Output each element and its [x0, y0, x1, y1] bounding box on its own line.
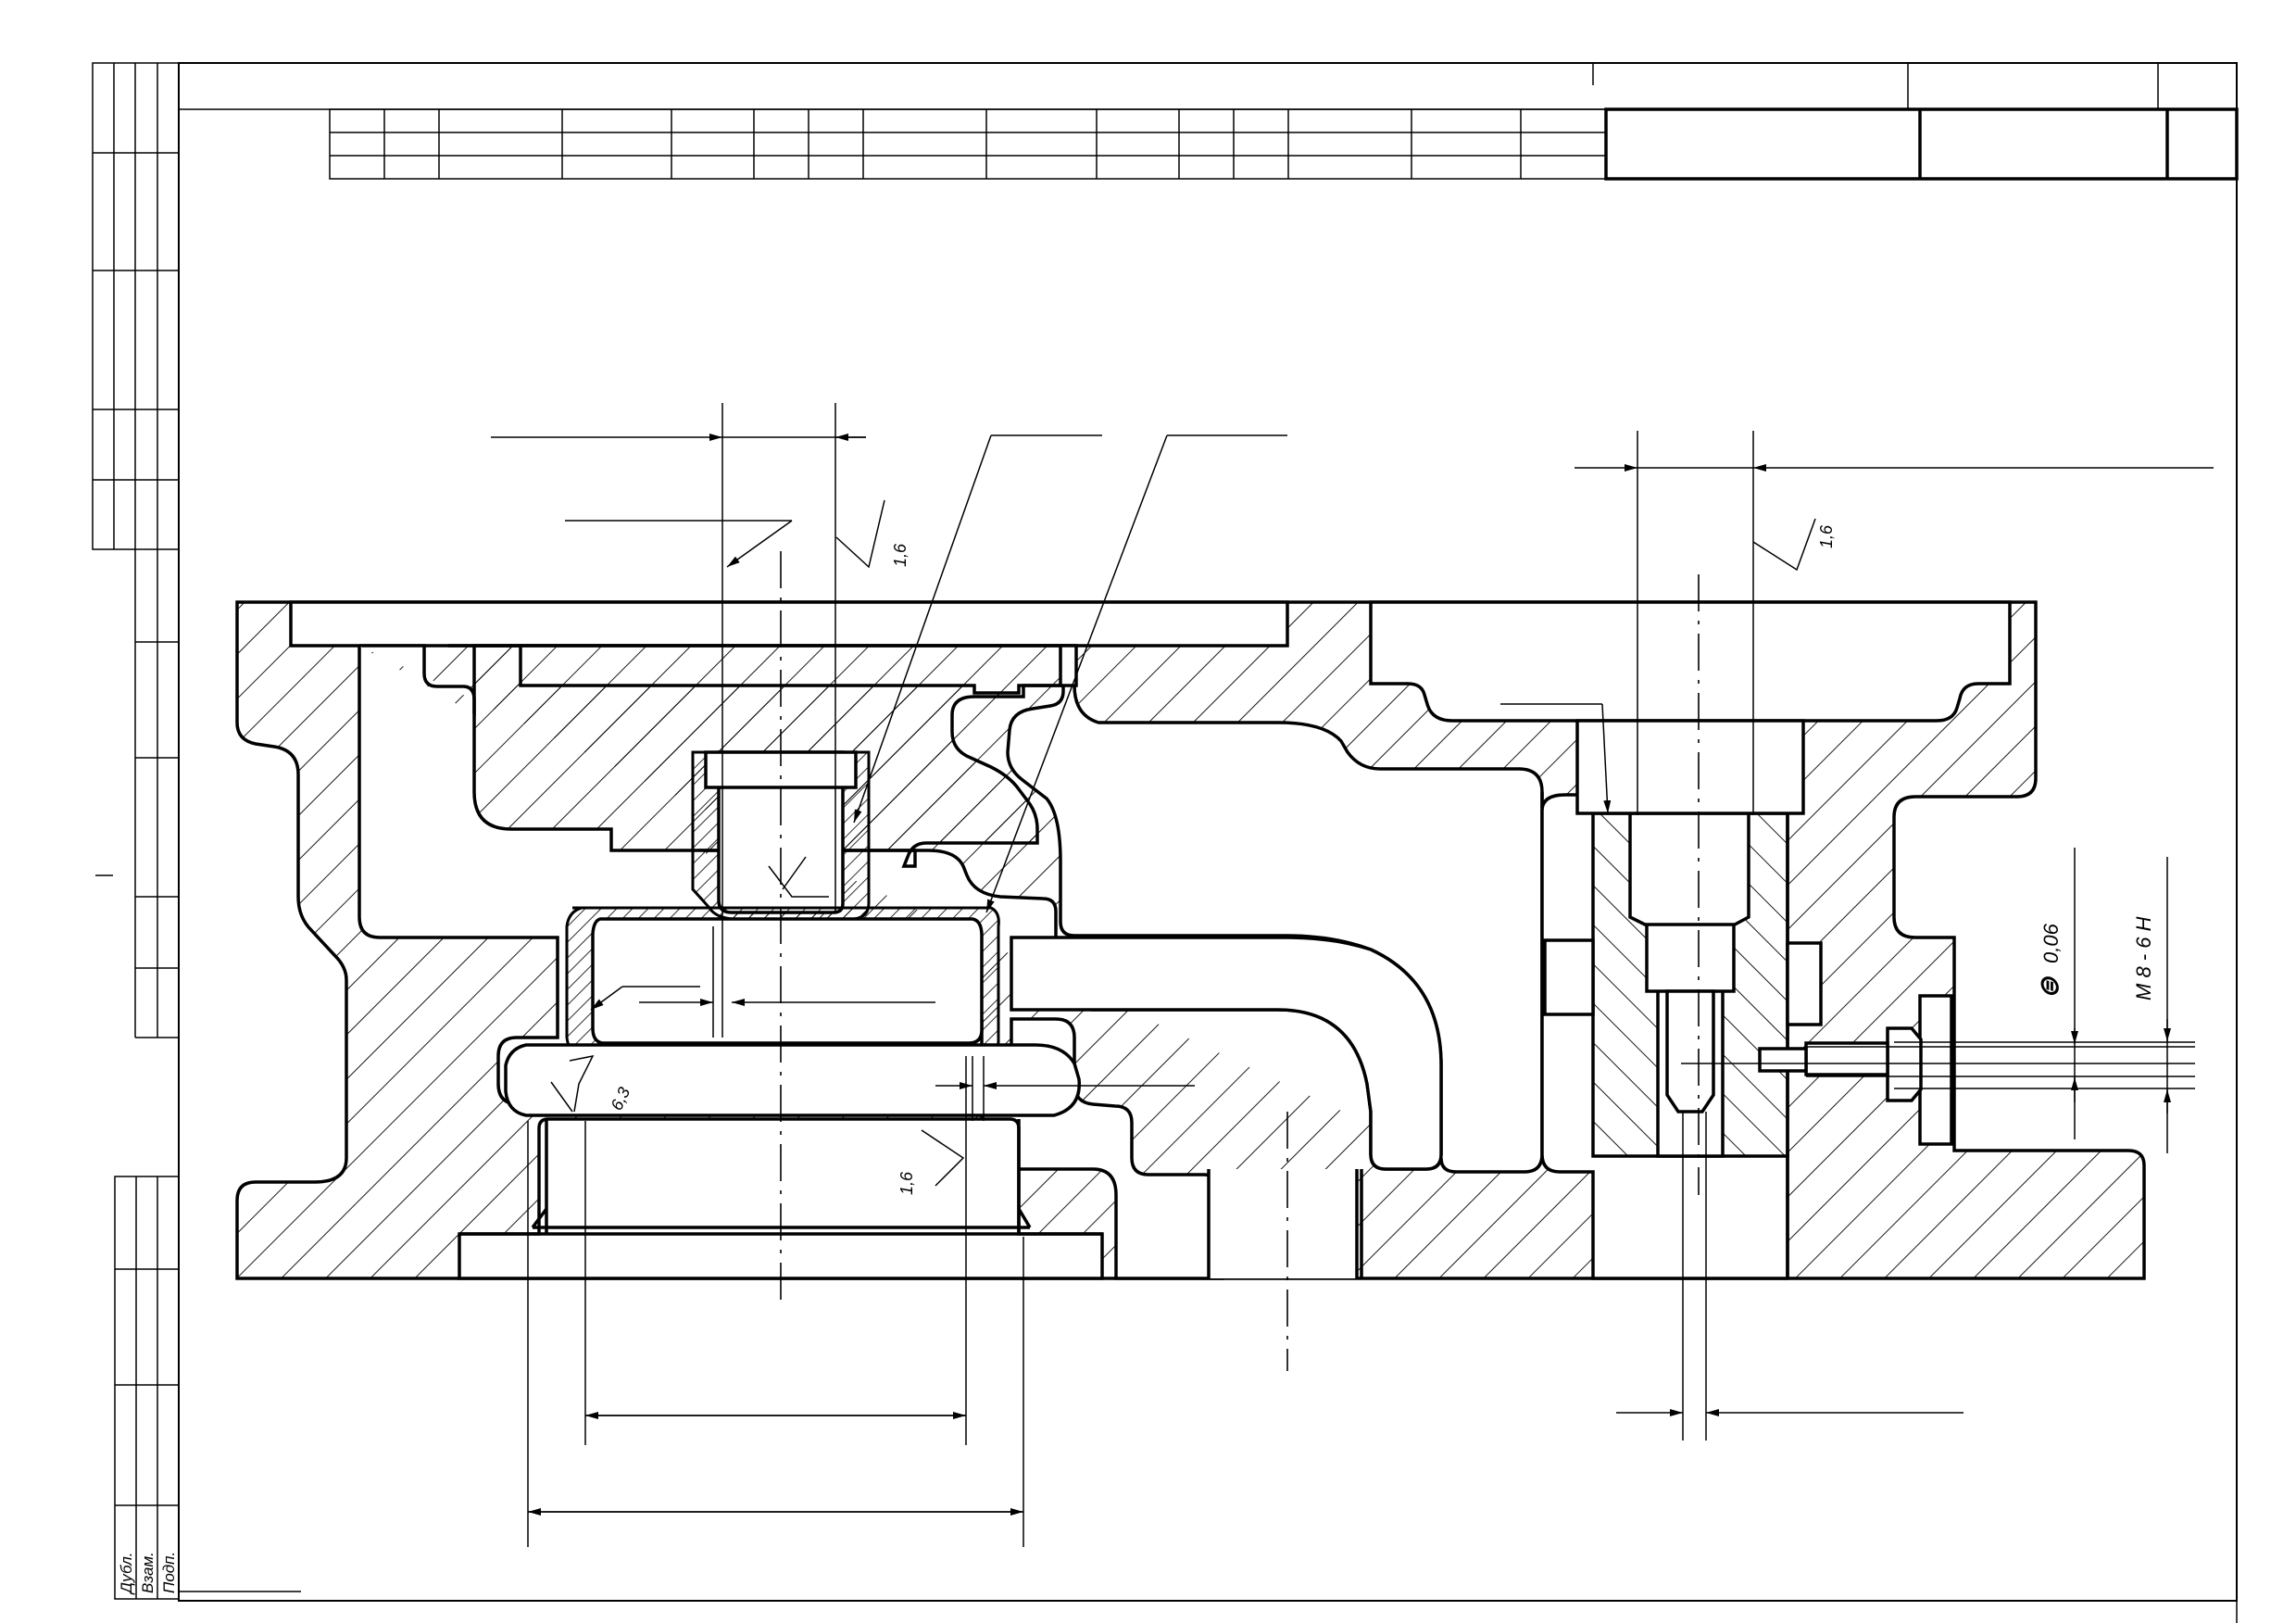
knob	[1918, 994, 1953, 1146]
knob-head	[1886, 1026, 1923, 1102]
side-boss	[1786, 941, 1823, 1026]
roughness-label-3: 1,6	[897, 1171, 916, 1195]
binding-strip-top	[92, 62, 180, 1038]
roughness-label-2: 1,6	[1817, 524, 1836, 548]
dimensions: 1,6 6,3 1,6	[491, 403, 2214, 1547]
bottom-stepped-opening	[458, 1117, 1104, 1280]
top-recess-right	[1369, 600, 2012, 723]
tolerance-note: 0,06	[2039, 923, 2063, 963]
binding-strip-bottom: Дубл. Взам. Подп.	[114, 1176, 301, 1600]
top-recess-left	[289, 600, 1289, 648]
center-lines	[780, 551, 1700, 1371]
vertical-channel	[1209, 1169, 1357, 1278]
margin-label-podp: Подп.	[160, 1552, 178, 1593]
lower-gasket	[504, 1043, 1081, 1117]
middle-ring-bore	[591, 917, 984, 1045]
cross-channel	[1010, 936, 1443, 1171]
tolerance-symbol: ⊜	[2035, 975, 2064, 999]
right-counterbore	[1575, 719, 1805, 815]
margin-label-dubl: Дубл.	[118, 1552, 135, 1595]
roughness-label-1: 1,6	[891, 543, 910, 567]
plunger-pin	[1804, 1041, 1889, 1076]
left-boss	[1543, 938, 1595, 1016]
plunger-tip	[1758, 1047, 1808, 1073]
margin-label-vzam: Взам.	[139, 1552, 157, 1593]
right-inner-step	[1645, 923, 1736, 993]
thread-note: M 8 - 6 H	[2132, 916, 2155, 1000]
title-grid	[329, 107, 2239, 181]
drawing-view	[232, 593, 2158, 1288]
